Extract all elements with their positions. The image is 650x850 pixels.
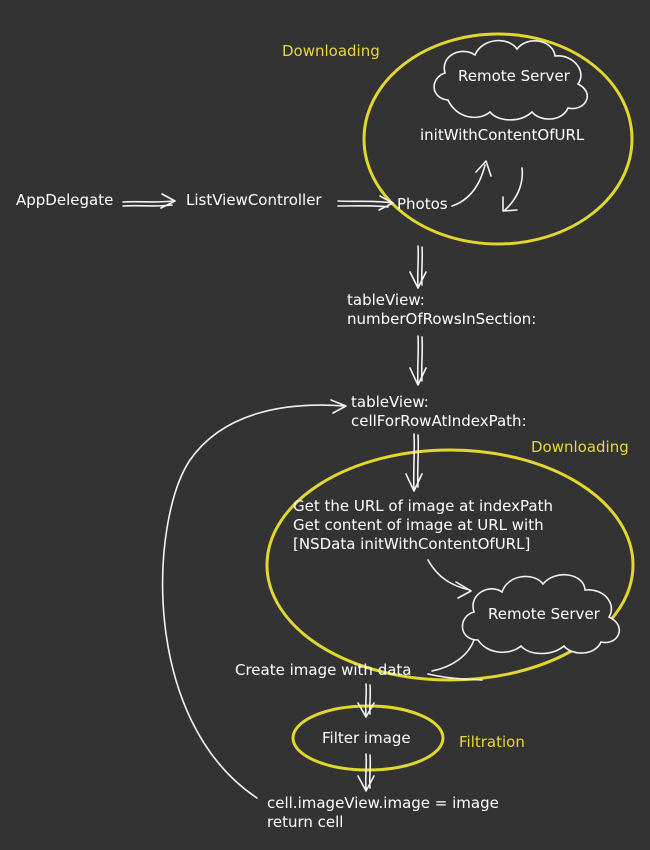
downloading-bottom-ellipse xyxy=(265,448,635,682)
app-delegate-label: AppDelegate xyxy=(16,191,114,209)
arrowhead xyxy=(122,204,173,207)
arrowhead xyxy=(420,246,424,286)
arrowhead xyxy=(416,434,420,488)
arrow-down-1 xyxy=(416,245,420,288)
create-image-label: Create image with data xyxy=(235,661,412,679)
filtration-label: Filtration xyxy=(459,733,525,751)
get-url-label: Get the URL of image at indexPath xyxy=(293,497,553,515)
return-cell-label: return cell xyxy=(267,813,344,831)
arrowhead xyxy=(357,702,375,718)
filter-image-label: Filter image xyxy=(322,729,411,747)
arrow-down-5 xyxy=(364,753,368,791)
arrowhead xyxy=(427,673,483,681)
nsdata-label: [NSData initWithContentOfURL] xyxy=(293,535,531,553)
arrowhead xyxy=(330,399,347,414)
arrow-cloud-to-photos xyxy=(504,167,524,211)
photos-label: Photos xyxy=(397,195,448,213)
arrowhead xyxy=(368,684,372,715)
arrow-photos-to-cloud xyxy=(451,164,486,207)
arrow-down-2 xyxy=(416,335,420,385)
arrowhead xyxy=(160,193,176,209)
arrowhead xyxy=(475,160,492,177)
arrowhead xyxy=(357,775,375,792)
list-view-controller-label: ListViewController xyxy=(186,191,322,209)
loop-back-arrow xyxy=(161,404,346,799)
init-with-content-label: initWithContentOfURL xyxy=(420,126,585,144)
get-content-label: Get content of image at URL with xyxy=(293,516,544,534)
assign-image-label: cell.imageView.image = image xyxy=(267,794,499,812)
arrowhead xyxy=(368,754,372,789)
arrow-listview-to-photos xyxy=(337,200,393,204)
arrowhead xyxy=(405,473,423,492)
arrowhead xyxy=(420,336,424,382)
arrowhead xyxy=(409,271,427,289)
remote-server-top-label: Remote Server xyxy=(458,67,570,85)
arrowhead xyxy=(378,195,394,211)
remote-server-bottom-label: Remote Server xyxy=(488,605,600,623)
arrow-appdelegate-to-listview xyxy=(122,200,175,203)
arrowhead xyxy=(337,204,389,208)
arrow-down-4 xyxy=(364,683,368,717)
arrowhead xyxy=(409,367,427,386)
arrow-down-3 xyxy=(412,433,416,491)
arrow-cloud-to-create-image xyxy=(431,639,475,672)
downloading-bottom-label: Downloading xyxy=(531,438,629,456)
arrowhead xyxy=(502,196,518,212)
rows-in-section-line1: tableView: xyxy=(347,291,425,309)
cell-for-row-line2: cellForRowAtIndexPath: xyxy=(351,412,527,430)
cell-for-row-line1: tableView: xyxy=(351,393,429,411)
downloading-top-label: Downloading xyxy=(282,42,380,60)
arrow-nsdata-to-cloud xyxy=(427,559,471,591)
arrowhead xyxy=(455,581,472,599)
rows-in-section-line2: numberOfRowsInSection: xyxy=(347,310,537,328)
